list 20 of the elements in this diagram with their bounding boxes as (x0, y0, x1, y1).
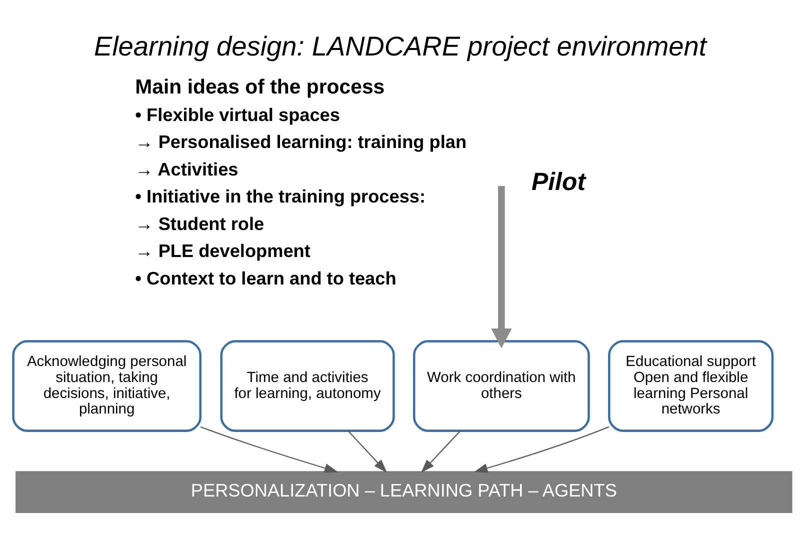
label: → Personalised learning: training plan (135, 132, 467, 152)
label: → Student role (135, 214, 264, 234)
node-box: Acknowledging personal situation, taking decisions, initiative, planning (12, 340, 202, 432)
label: → PLE development (135, 241, 310, 262)
arrow (420, 430, 461, 473)
label: Pilot (531, 168, 586, 196)
arrow (200, 426, 338, 473)
arrow (474, 426, 610, 473)
node-box: Time and activities for learning, autonomy (220, 340, 395, 432)
arrow (348, 430, 388, 473)
label: • Context to learn and to teach (135, 268, 396, 288)
label: • Initiative in the training process: (135, 186, 426, 207)
label: • Flexible virtual spaces (135, 105, 340, 126)
arrow (491, 186, 512, 348)
label: → Activities (135, 159, 238, 180)
diagram-title: Elearning design: LANDCARE project environment (94, 30, 706, 62)
node-box: Educational support Open and flexible learning Personal networks (608, 340, 774, 432)
label: Main ideas of the process (135, 76, 385, 98)
node-box: PERSONALIZATION – LEARNING PATH – AGENTS (16, 471, 792, 514)
node-box: Work coordination with others (413, 340, 590, 432)
